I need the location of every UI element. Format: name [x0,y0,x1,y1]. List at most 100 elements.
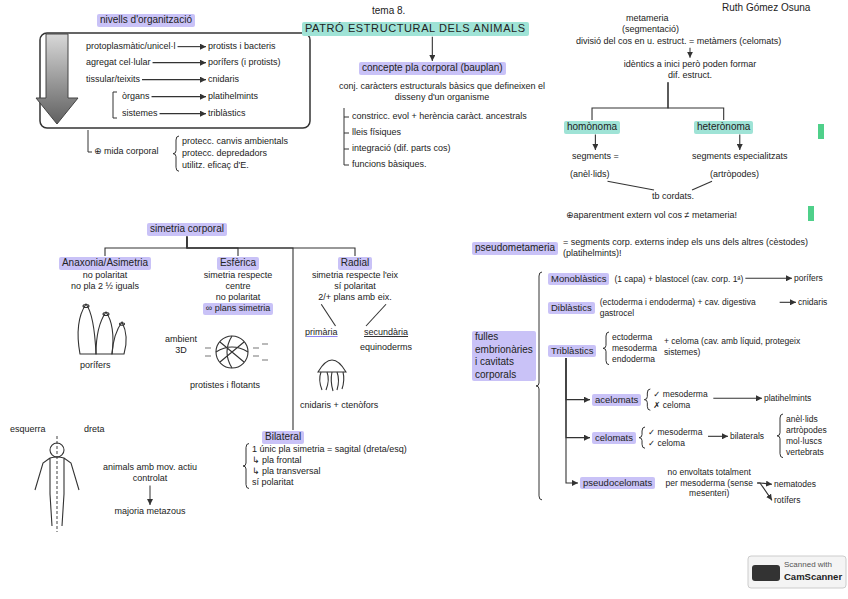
connector-line [608,181,654,190]
note-label: utilitz. eficaç d'E. [182,160,249,171]
node-heading: celomats [592,432,636,444]
note-node: Triblàstics [546,344,598,358]
sponge-tube [112,322,126,354]
note-label: majoria metazous [98,506,202,517]
connector-line [178,46,206,47]
node-heading: simetria corporal [147,223,227,236]
note-node: pseudocelomatsno envoltats totalment per… [578,466,757,500]
marker-stroke [818,124,824,139]
note-label: mol·luscs [786,436,822,447]
osculum [103,313,109,316]
node-body: 1 únic pla simetria = sagital (dreta/esq… [252,444,441,455]
note-label: funcions bàsiques. [352,159,427,170]
note-node: cnidaris [206,73,241,86]
note-node: triblàstics [206,107,248,120]
node-heading: segments = [572,151,619,162]
note-label: + celoma (cav. amb líquid, protegeix sis… [664,336,804,357]
note-node: Anaxonia/Asimetriano polaritatno pla 2 ½… [55,256,155,293]
node-body: simetria respecte l'eix [302,270,408,281]
osculum [83,305,89,308]
node-heading: porífers [794,273,823,284]
braces [173,136,783,500]
node-heading: Radial [338,257,372,270]
connector-line [432,37,433,61]
marker-stroke [808,206,814,221]
node-heading: nivells d'organització [97,14,195,27]
node-heading: Esfèrica [217,257,259,270]
jellyfish-tentacles [320,372,344,391]
node-heading: cnidaris [798,297,827,308]
node-heading: tb cordats. [652,191,694,202]
node-heading: bilaterals [730,431,764,442]
connector-line [187,237,238,257]
connector-line [152,96,206,97]
note-node: concepte pla corporal (bauplan) [357,61,508,76]
note-label: animals amb mov. actiu controlat [98,462,202,485]
connector-line [566,358,578,483]
hook-line [344,108,349,165]
connector-line [187,237,355,257]
note-node: (artròpodes) [708,168,761,181]
note-node: nivells d'organització [95,13,197,28]
note-node: PATRÓ ESTRUCTURAL DELS ANIMALS [300,21,531,37]
note-node: agregat cel·lular [84,56,153,69]
note-node: porífers [792,272,825,285]
note-label: porífers [80,360,111,371]
node-body: idèntics a inici però poden formar dif. … [620,59,760,82]
brace [777,414,783,458]
sponge-tube [78,304,96,354]
note-label: constricc. evol + herència caràct. ances… [352,111,527,122]
human-drawing [35,436,79,532]
node-heading: tissular/teixits [86,74,140,85]
node-heading: protists i bacteris [208,41,276,52]
small-arrows [150,48,690,505]
node-heading: acelomats [592,394,641,406]
hook-line [88,130,92,152]
connector-line [668,82,724,120]
note-label: conj. caràcters estructurals bàsics que … [330,81,554,104]
note-node: heterònoma [692,120,755,135]
node-heading: protoplasmàtic/unicel·l [86,41,176,52]
connector-line [692,181,712,190]
note-node: protists i bacteris [206,40,278,53]
down-arrow [150,486,151,506]
node-heading: (artròpodes) [710,169,759,180]
connector-line [745,278,792,279]
note-label: endoderma [612,354,655,365]
node-body: (segmentació) [622,24,830,35]
node-heading: porífers (i protists) [208,57,281,68]
brace [173,136,179,171]
node-heading: nematodes [774,479,816,490]
note-node: acelomats ✓ mesoderma ✗ celoma [590,388,713,411]
note-node: platihelmints [762,392,813,405]
note-node: protoplasmàtic/unicel·l [84,40,178,53]
note-label: dreta [84,424,105,435]
note-label: cnidaris + ctenòfors [300,400,378,411]
node-body: no polaritat [190,292,286,303]
node-body: 2/+ plans amb eix. [302,292,408,303]
brace [243,444,249,489]
note-label: lleis físiques [352,127,401,138]
note-node: segments = [570,150,621,163]
note-node: celomats✓ mesoderma ✓ celoma [590,426,708,449]
node-body: ✓ mesoderma ✗ celoma [653,389,711,410]
node-heading: metameria [626,13,830,24]
note-node: tissular/teixits [84,73,142,86]
scanner-badge [748,556,846,588]
note-node: fulles embrionàries i cavitats corporals [470,330,536,382]
brace [536,272,542,500]
brace [603,332,609,365]
note-label: ⊕aparentment extern vol cos ≠ metameria! [566,210,737,221]
jellyfish-drawing [318,360,346,391]
connector-line [739,135,740,151]
connector-line [321,304,335,326]
note-label: vertebrats [786,447,824,458]
note-node: simetria corporal [145,222,229,237]
node-heading: Triblàstics [548,345,596,357]
note-node: primària [303,326,340,339]
human-head [50,443,64,457]
node-heading: Monoblàstics [548,273,609,285]
note-node: Esfèricasimetria respecte centreno polar… [188,256,288,316]
node-heading: triblàstics [208,108,246,119]
node-body: simetria respecte centre [190,270,286,293]
